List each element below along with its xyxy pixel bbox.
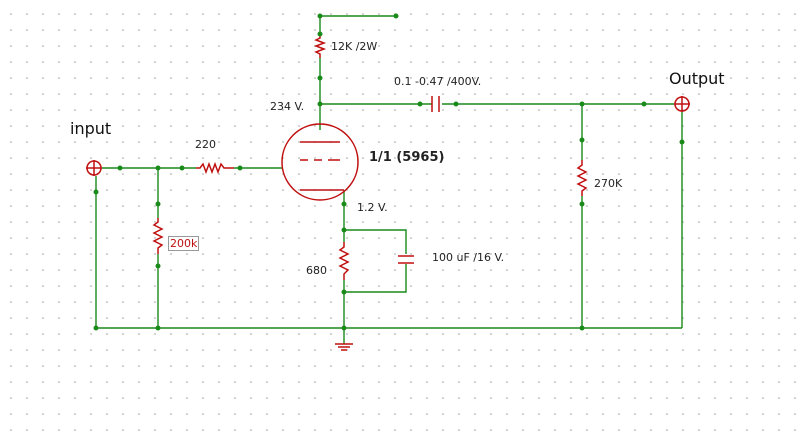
input-terminal[interactable] <box>86 160 102 176</box>
load-resistor-label: 270K <box>594 177 623 190</box>
grid-stop-resistor[interactable] <box>196 161 234 175</box>
output-terminal[interactable] <box>674 96 690 112</box>
coupling-cap-label: 0.1 -0.47 /400V. <box>394 75 482 88</box>
cathode-resistor-label: 680 <box>306 264 327 277</box>
wire-bypass-top <box>344 229 407 254</box>
junction-dots <box>93 13 685 331</box>
bypass-capacitor[interactable] <box>398 255 414 264</box>
bypass-cap-label: 100 uF /16 V. <box>432 251 505 264</box>
plate-resistor[interactable] <box>313 34 327 58</box>
coupling-capacitor[interactable] <box>431 96 440 112</box>
cathode-voltage-label: 1.2 V. <box>357 201 388 214</box>
grid-stop-resistor-label: 220 <box>195 138 216 151</box>
input-label: input <box>70 119 112 138</box>
plate-resistor-label: 12K /2W <box>331 40 378 53</box>
load-resistor[interactable] <box>576 160 588 196</box>
tube-label: 1/1 (5965) <box>369 150 445 165</box>
vacuum-tube-symbol[interactable] <box>281 123 359 201</box>
plate-voltage-label: 234 V. <box>270 100 305 113</box>
ground-symbol <box>335 343 353 351</box>
output-label: Output <box>669 69 725 88</box>
input-resistor-label: 200k <box>168 236 200 251</box>
input-resistor[interactable] <box>152 218 164 254</box>
cathode-resistor[interactable] <box>338 242 350 280</box>
wire-bypass-bottom <box>344 264 407 293</box>
